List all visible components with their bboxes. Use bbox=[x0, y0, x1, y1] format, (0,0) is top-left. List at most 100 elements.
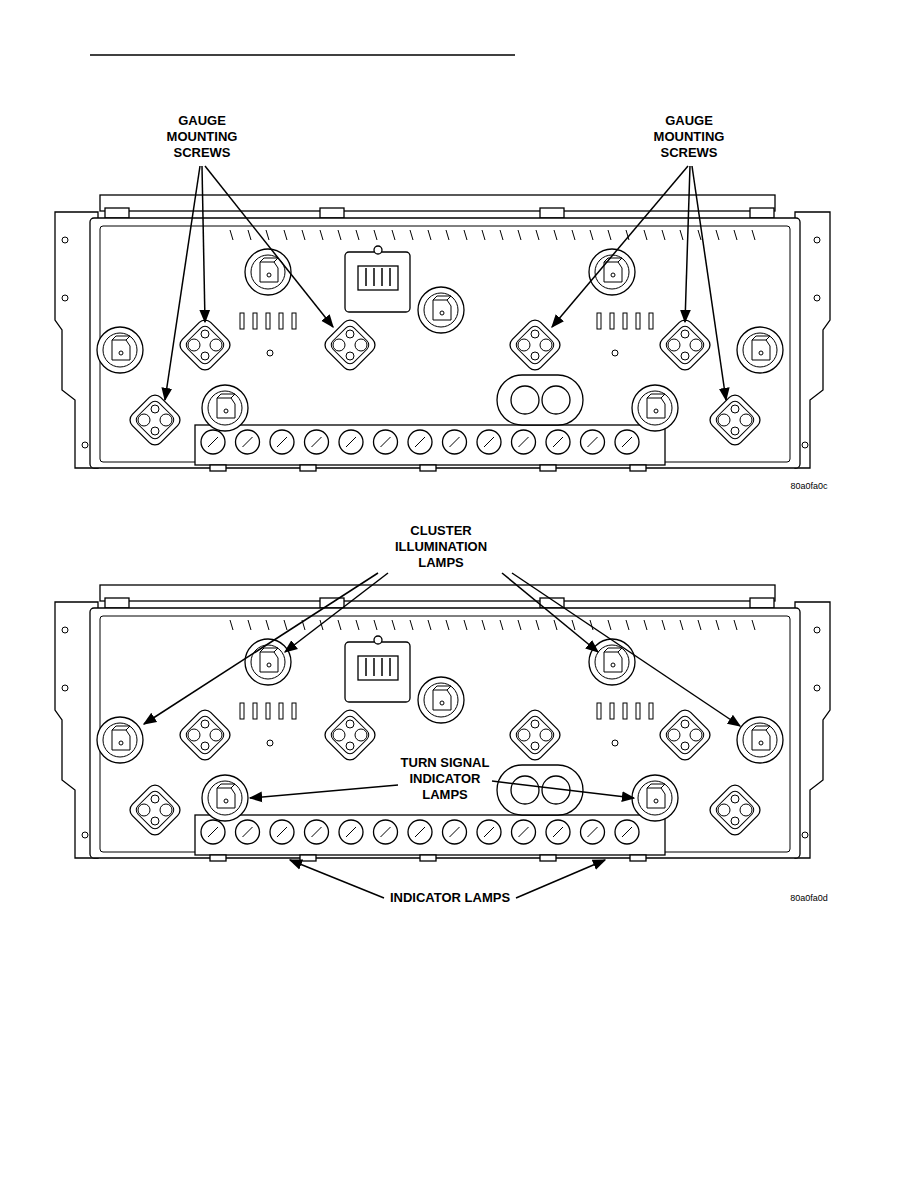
vent-slot bbox=[623, 313, 627, 329]
socket-key bbox=[622, 437, 632, 447]
indicator-socket bbox=[305, 430, 329, 454]
rim-tick bbox=[338, 230, 341, 240]
connector-tab bbox=[374, 636, 382, 644]
top-rail bbox=[100, 195, 775, 211]
screw-pad bbox=[127, 392, 184, 449]
socket-key bbox=[243, 827, 253, 837]
rim-tick bbox=[662, 230, 665, 240]
mount-hole bbox=[82, 442, 88, 448]
rim-tick bbox=[356, 230, 359, 240]
vent-slot bbox=[279, 313, 283, 329]
screw-pad bbox=[322, 707, 379, 764]
rim-tick bbox=[752, 620, 755, 630]
bottom-tab bbox=[210, 465, 226, 471]
vent-slot bbox=[240, 703, 244, 719]
rim-tick bbox=[608, 230, 611, 240]
socket-key bbox=[519, 827, 529, 837]
socket-key bbox=[588, 827, 598, 837]
rim-tick bbox=[266, 620, 269, 630]
rim-tick bbox=[374, 230, 377, 240]
rim-tick bbox=[392, 620, 395, 630]
rim-tick bbox=[716, 620, 719, 630]
figure-code: 80a0fa0d bbox=[790, 893, 828, 904]
connector-face bbox=[358, 266, 398, 290]
indicator-socket bbox=[546, 430, 570, 454]
opening-hole bbox=[511, 386, 539, 414]
locator-dot bbox=[267, 740, 273, 746]
rim-tick bbox=[338, 620, 341, 630]
rim-tick bbox=[410, 230, 413, 240]
bottom-tab bbox=[630, 465, 646, 471]
leader-line bbox=[692, 166, 726, 400]
rim-tick bbox=[248, 620, 251, 630]
screw-pad bbox=[657, 707, 714, 764]
indicator-socket bbox=[339, 430, 363, 454]
rim-tick bbox=[500, 230, 503, 240]
lamp-socket bbox=[737, 327, 783, 373]
rail-tab bbox=[750, 598, 774, 608]
socket-key bbox=[208, 827, 218, 837]
rim-tick bbox=[428, 230, 431, 240]
socket-key bbox=[346, 437, 356, 447]
socket-key bbox=[622, 827, 632, 837]
screw-pad bbox=[322, 317, 379, 374]
socket-key bbox=[312, 437, 322, 447]
leader-line bbox=[492, 781, 634, 798]
indicator-socket bbox=[615, 820, 639, 844]
vent-slot bbox=[253, 313, 257, 329]
vent-slot bbox=[610, 313, 614, 329]
indicator-bar bbox=[195, 425, 665, 465]
indicator-socket bbox=[546, 820, 570, 844]
rim-tick bbox=[302, 230, 305, 240]
rim-tick bbox=[320, 230, 323, 240]
lamp-socket bbox=[202, 385, 248, 431]
mount-hole bbox=[802, 832, 808, 838]
connector-pin bbox=[389, 268, 391, 286]
socket-key bbox=[450, 437, 460, 447]
indicator-socket bbox=[408, 820, 432, 844]
indicator-bar bbox=[195, 815, 665, 855]
socket-key bbox=[450, 827, 460, 837]
rim-tick bbox=[572, 230, 575, 240]
vent-slot bbox=[597, 313, 601, 329]
rim-tick bbox=[230, 230, 233, 240]
screw-pad bbox=[707, 782, 764, 839]
connector-pin bbox=[373, 268, 375, 286]
instrument-cluster bbox=[55, 585, 830, 861]
rim-tick bbox=[446, 230, 449, 240]
socket-key bbox=[415, 437, 425, 447]
lamp-socket bbox=[202, 775, 248, 821]
mount-hole bbox=[814, 295, 820, 301]
mount-hole bbox=[814, 627, 820, 633]
leader-line bbox=[144, 573, 378, 724]
leader-line bbox=[685, 166, 690, 322]
callout-label: GAUGE MOUNTING SCREWS bbox=[643, 113, 735, 161]
twin-opening bbox=[497, 375, 583, 425]
connector-pin bbox=[381, 268, 383, 286]
vent-slot bbox=[636, 313, 640, 329]
leader-line bbox=[165, 166, 200, 400]
indicator-socket bbox=[408, 430, 432, 454]
lamp-socket bbox=[418, 287, 464, 333]
bottom-tab bbox=[630, 855, 646, 861]
locator-dot bbox=[267, 350, 273, 356]
rim-tick bbox=[734, 620, 737, 630]
rim-tick bbox=[752, 230, 755, 240]
leader-line bbox=[290, 860, 384, 898]
figure-code: 80a0fa0c bbox=[790, 481, 827, 492]
rim-tick bbox=[392, 230, 395, 240]
rim-tick bbox=[698, 230, 701, 240]
indicator-socket bbox=[201, 430, 225, 454]
mount-hole bbox=[62, 627, 68, 633]
rim-tick bbox=[428, 620, 431, 630]
rim-tick bbox=[698, 620, 701, 630]
socket-key bbox=[346, 827, 356, 837]
rim-tick bbox=[536, 620, 539, 630]
indicator-socket bbox=[374, 430, 398, 454]
vent-slot bbox=[240, 313, 244, 329]
vent-slot bbox=[292, 703, 296, 719]
connector-pin bbox=[389, 658, 391, 676]
callout-label: GAUGE MOUNTING SCREWS bbox=[156, 113, 248, 161]
rim-tick bbox=[284, 230, 287, 240]
rim-tick bbox=[644, 230, 647, 240]
